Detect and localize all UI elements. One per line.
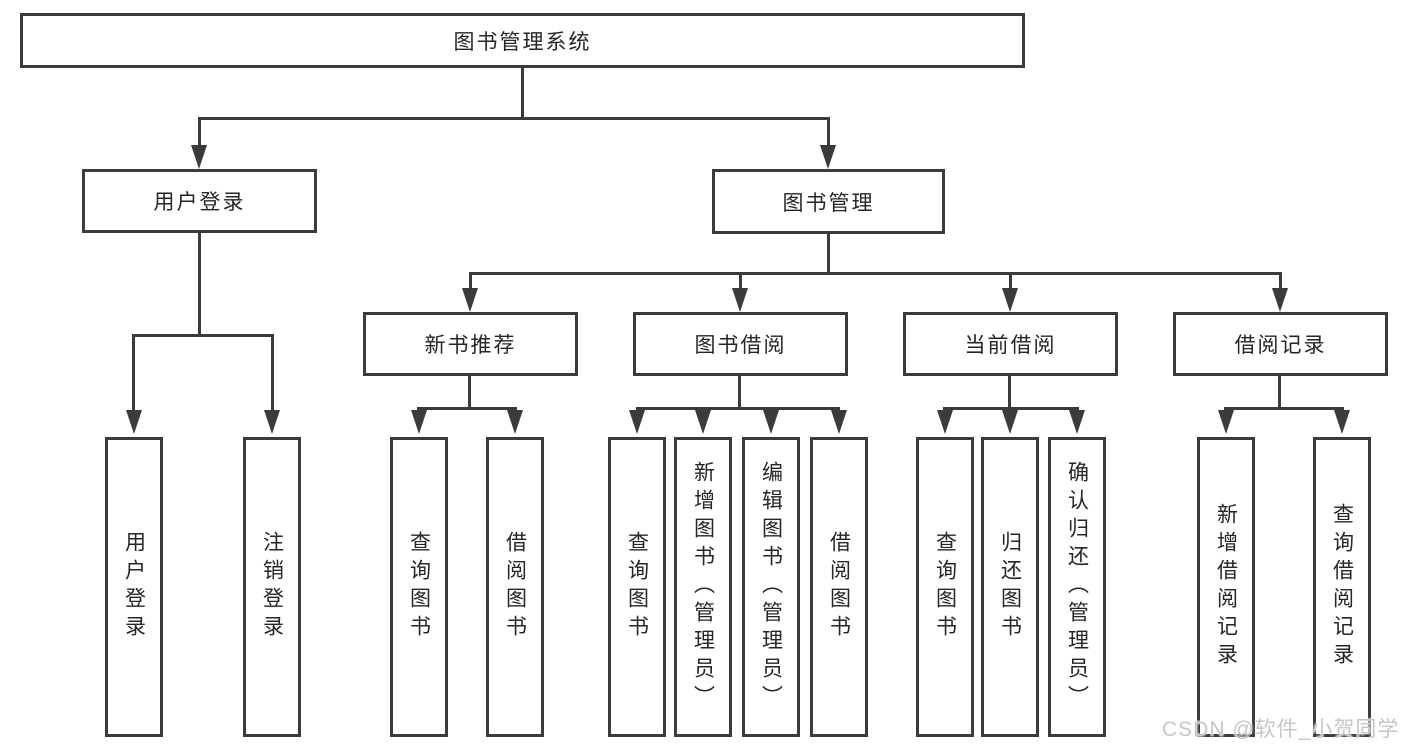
connector-bar <box>417 407 517 410</box>
connector-bar <box>943 407 1079 410</box>
node-label: 查询图书 <box>407 531 431 643</box>
arrow-down-icon <box>264 410 280 434</box>
node-leaf-query-borrow-record: 查询借阅记录 <box>1313 437 1371 737</box>
arrow-down-icon <box>411 410 427 434</box>
node-library-system: 图书管理系统 <box>20 13 1025 68</box>
connector-drop-book-management <box>827 117 830 147</box>
connector-drop <box>271 334 274 412</box>
node-label: 借阅图书 <box>503 531 527 643</box>
arrow-down-icon <box>629 410 645 434</box>
connector-level3-bar <box>469 272 1282 275</box>
node-label: 查询图书 <box>933 531 957 643</box>
node-label: 用户登录 <box>153 191 246 214</box>
connector-stem <box>1008 376 1011 410</box>
watermark: CSDN @软件_小贺同学 <box>1162 718 1400 741</box>
arrow-down-icon <box>462 288 478 312</box>
node-leaf-edit-book-admin: 编辑图书（管理员） <box>742 437 800 737</box>
arrow-down-icon <box>1272 288 1288 312</box>
node-label: 新增图书（管理员） <box>691 461 715 713</box>
node-leaf-query-book-current: 查询图书 <box>916 437 974 737</box>
connector-stem <box>468 376 471 410</box>
arrow-down-icon <box>1002 410 1018 434</box>
node-leaf-user-login: 用户登录 <box>105 437 163 737</box>
node-label: 确认归还（管理员） <box>1065 461 1089 713</box>
node-label: 注销登录 <box>260 531 284 643</box>
node-leaf-add-borrow-record: 新增借阅记录 <box>1197 437 1255 737</box>
connector-root-stem <box>521 68 524 120</box>
node-label: 归还图书 <box>998 531 1022 643</box>
arrow-down-icon <box>695 410 711 434</box>
node-label: 编辑图书（管理员） <box>759 461 783 713</box>
connector-drop <box>132 334 135 412</box>
node-leaf-return-book: 归还图书 <box>981 437 1039 737</box>
arrow-down-icon <box>732 288 748 312</box>
node-leaf-logout: 注销登录 <box>243 437 301 737</box>
connector-level2-bar <box>198 117 830 120</box>
node-label: 图书借阅 <box>694 334 787 357</box>
node-label: 图书管理 <box>782 191 875 215</box>
connector-book-management-stem <box>827 234 830 275</box>
connector-user-login-stem <box>198 233 201 337</box>
arrow-down-icon <box>763 410 779 434</box>
connector-drop <box>739 272 742 290</box>
arrow-down-icon <box>1334 410 1350 434</box>
node-label: 借阅图书 <box>827 531 851 643</box>
node-leaf-confirm-return-admin: 确认归还（管理员） <box>1048 437 1106 737</box>
node-label: 查询借阅记录 <box>1330 503 1354 671</box>
node-new-book-recommend: 新书推荐 <box>363 312 578 376</box>
node-leaf-add-book-admin: 新增图书（管理员） <box>674 437 732 737</box>
connector-stem <box>738 376 741 410</box>
connector-drop <box>1009 272 1012 290</box>
arrow-down-icon <box>507 410 523 434</box>
arrow-down-icon <box>937 410 953 434</box>
connector-drop-user-login <box>198 117 201 147</box>
arrow-down-icon <box>831 410 847 434</box>
arrow-down-icon <box>1069 410 1085 434</box>
arrow-down-icon <box>191 145 207 169</box>
arrow-down-icon <box>1002 288 1018 312</box>
node-label: 用户登录 <box>122 531 146 643</box>
node-user-login: 用户登录 <box>82 169 317 233</box>
connector-stem <box>1278 376 1281 410</box>
node-leaf-borrow-book: 借阅图书 <box>810 437 868 737</box>
node-leaf-borrow-book-recommend: 借阅图书 <box>486 437 544 737</box>
node-label: 图书管理系统 <box>453 30 592 54</box>
connector-drop <box>1279 272 1282 290</box>
node-book-management: 图书管理 <box>712 169 945 234</box>
arrow-down-icon <box>126 410 142 434</box>
node-label: 新增借阅记录 <box>1214 503 1238 671</box>
connector-user-login-bar <box>132 334 274 337</box>
connector-bar <box>636 407 840 410</box>
arrow-down-icon <box>820 145 836 169</box>
node-book-borrow: 图书借阅 <box>633 312 848 376</box>
node-current-borrow: 当前借阅 <box>903 312 1118 376</box>
connector-drop <box>469 272 472 290</box>
node-label: 当前借阅 <box>964 334 1057 357</box>
node-leaf-query-book-recommend: 查询图书 <box>390 437 448 737</box>
arrow-down-icon <box>1218 410 1234 434</box>
node-leaf-query-book-borrow: 查询图书 <box>608 437 666 737</box>
node-label: 借阅记录 <box>1234 334 1327 357</box>
node-borrow-records: 借阅记录 <box>1173 312 1388 376</box>
connector-bar <box>1224 407 1344 410</box>
node-label: 新书推荐 <box>424 334 517 357</box>
node-label: 查询图书 <box>625 531 649 643</box>
